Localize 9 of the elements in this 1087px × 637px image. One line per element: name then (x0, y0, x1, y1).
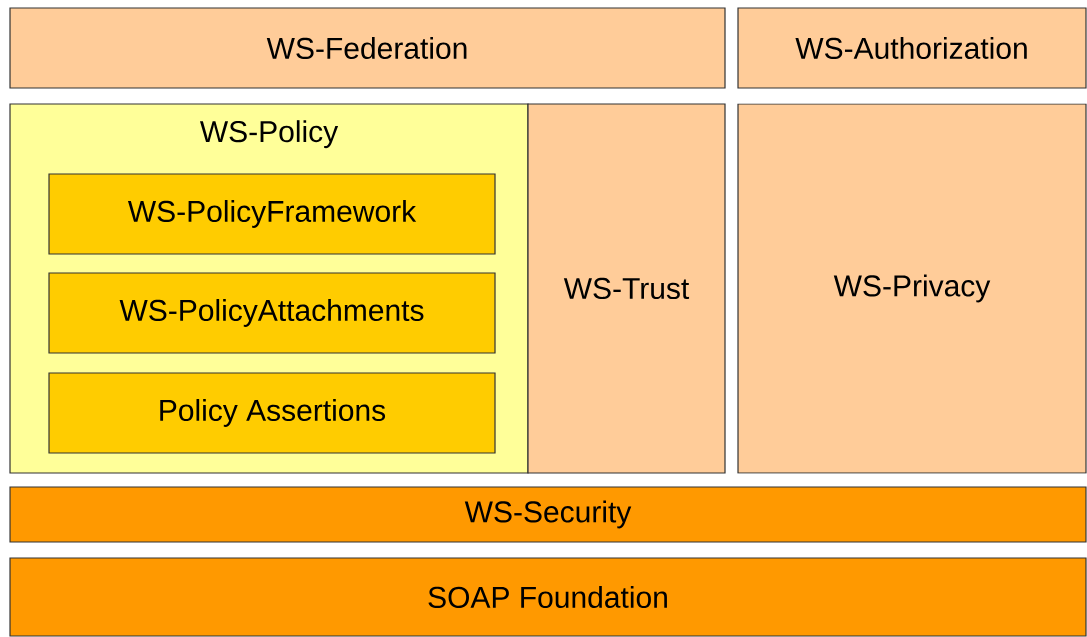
spec-box: WS-PolicyAttachments (48, 272, 496, 354)
spec-box: Policy Assertions (48, 372, 496, 454)
layer-band: WS-Security (9, 486, 1087, 543)
spec-box: WS-Privacy (737, 103, 1087, 474)
spec-band: WS-Authorization (737, 7, 1087, 89)
spec-box: WS-Trust (527, 103, 726, 474)
spec-box: WS-PolicyFramework (48, 173, 496, 255)
spec-band: WS-Federation (9, 7, 726, 89)
layer-band: SOAP Foundation (9, 557, 1087, 637)
